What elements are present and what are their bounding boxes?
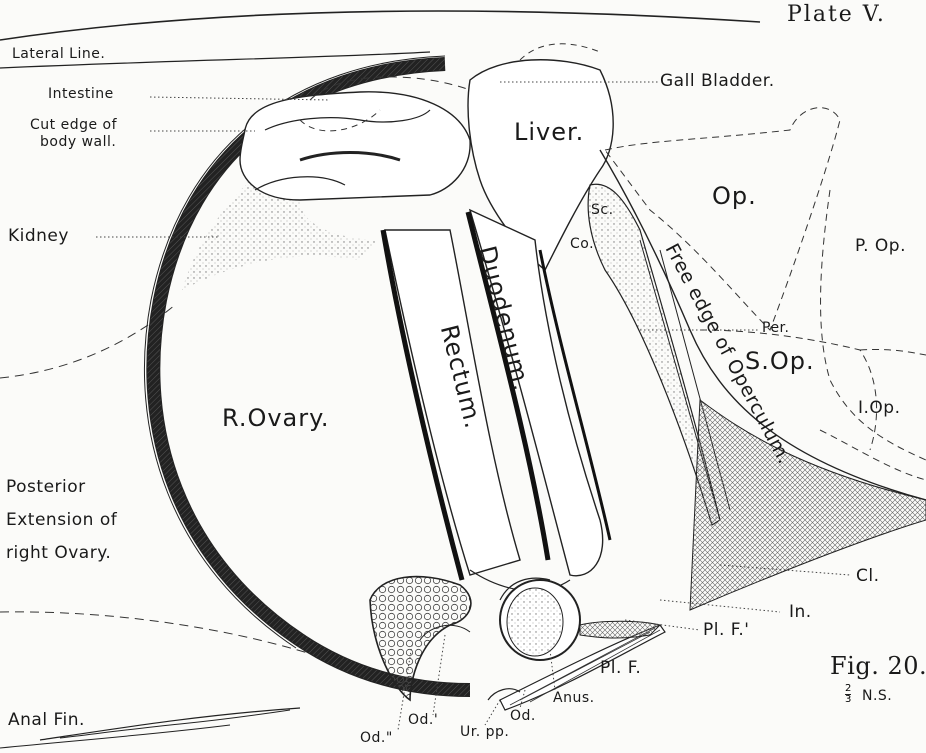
- label-lateral-line: Lateral Line.: [12, 46, 105, 62]
- label-pelvic-fin: Pl. F.: [600, 658, 641, 678]
- preopercle-outline: [821, 190, 926, 460]
- label-pericardium: Per.: [762, 320, 789, 336]
- scale-numerator: 2: [845, 684, 851, 694]
- label-gall-bladder: Gall Bladder.: [660, 71, 775, 91]
- scale-denominator: 3: [845, 694, 851, 705]
- figure-label: Fig. 20.: [830, 652, 926, 680]
- label-interclavicle: In.: [789, 602, 812, 622]
- label-cut-edge-line2: body wall.: [40, 134, 116, 150]
- label-pelvic-fin-prime: Pl. F.': [703, 620, 749, 640]
- label-urinary-papilla: Ur. pp.: [460, 724, 509, 740]
- plate-title: Plate V.: [787, 2, 886, 27]
- cleithrum-region: [690, 400, 926, 610]
- label-right-ovary: R.Ovary.: [222, 404, 330, 432]
- label-cut-edge-line1: Cut edge of: [30, 117, 117, 133]
- label-anus: Anus.: [553, 690, 595, 706]
- label-liver: Liver.: [514, 118, 584, 146]
- label-scapula: Sc.: [591, 202, 614, 218]
- dorsal-contour: [0, 11, 760, 40]
- label-kidney: Kidney: [8, 226, 69, 246]
- intestine-loop: [240, 92, 470, 200]
- label-interopercle: I.Op.: [858, 398, 901, 418]
- label-opercle: Op.: [712, 182, 757, 210]
- label-posterior-line1: Posterior: [6, 477, 86, 497]
- label-posterior-line3: right Ovary.: [6, 543, 111, 563]
- label-anal-fin: Anal Fin.: [8, 710, 85, 730]
- label-intestine: Intestine: [48, 86, 114, 102]
- label-oviduct-prime: Od.': [408, 712, 438, 728]
- label-posterior-line2: Extension of: [6, 510, 117, 530]
- label-oviduct: Od.: [510, 708, 536, 724]
- scale-suffix: N.S.: [862, 688, 892, 704]
- label-subopercle: S.Op.: [745, 347, 815, 375]
- label-cleithrum: Cl.: [856, 566, 880, 586]
- label-oviduct-double-prime: Od.": [360, 730, 393, 746]
- label-preopercle: P. Op.: [855, 236, 906, 256]
- label-coracoid: Co.: [570, 236, 594, 252]
- scale-fraction: 2 3: [845, 684, 851, 705]
